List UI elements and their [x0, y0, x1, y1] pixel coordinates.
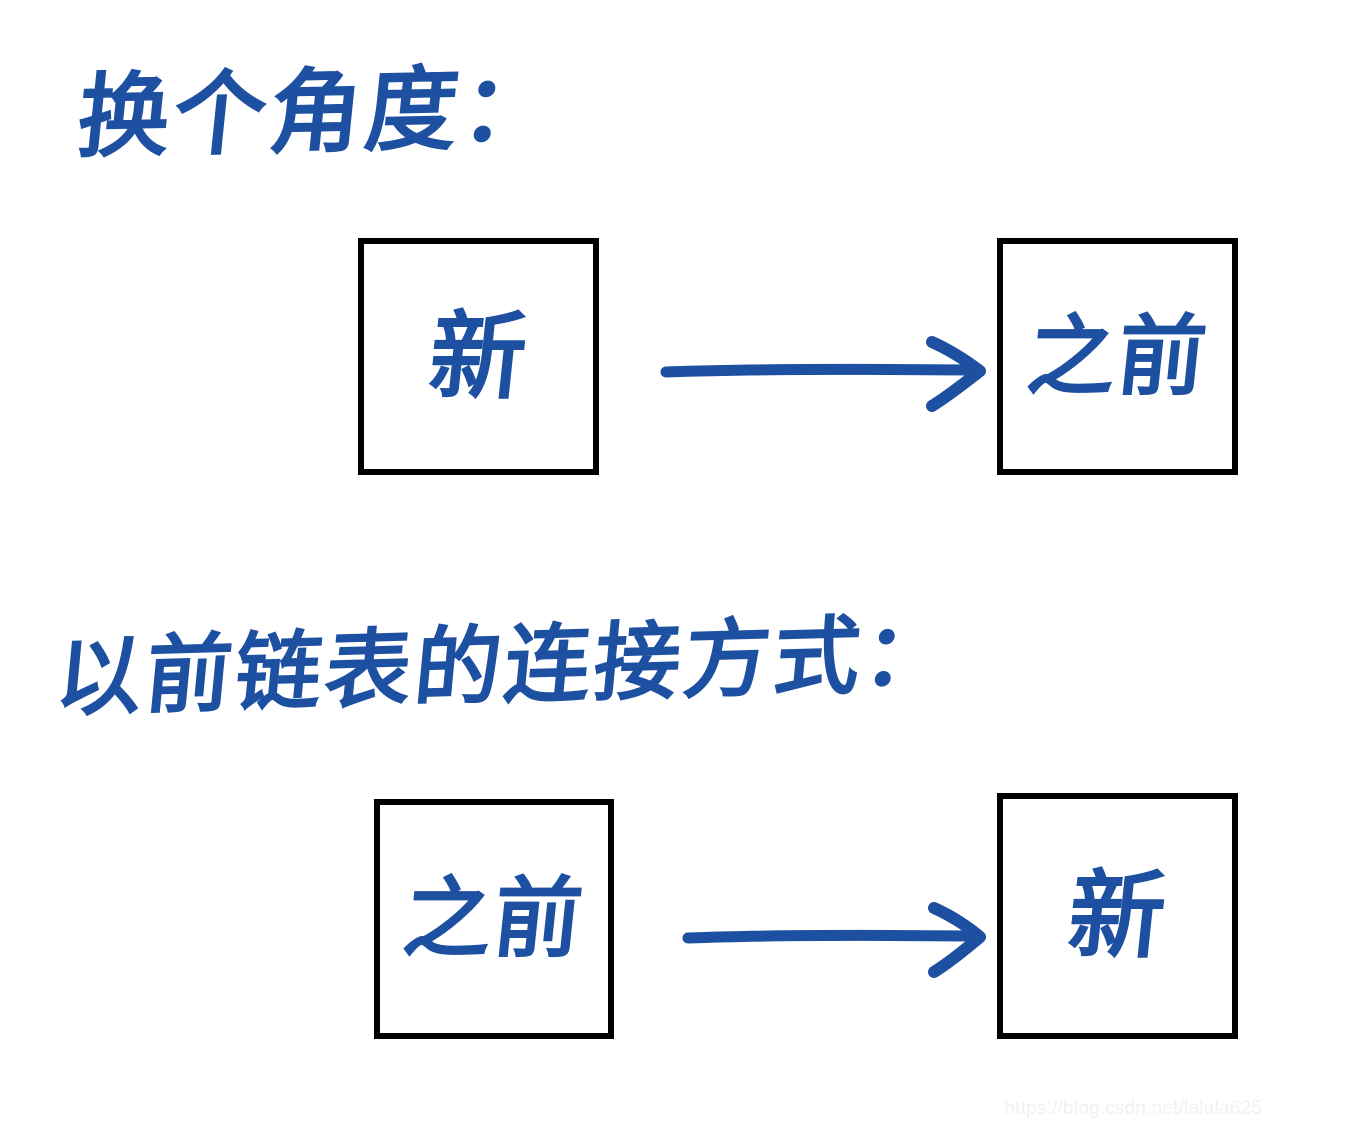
arrow-right-icon-row2: [682, 902, 986, 978]
node-box-row1-right: 之前: [997, 238, 1238, 475]
node-box-row2-left: 之前: [374, 799, 614, 1039]
node-label-row2-right: 新: [1062, 860, 1173, 972]
section-heading-new-angle: 换个角度：: [72, 53, 564, 171]
node-box-row2-right: 新: [997, 793, 1238, 1039]
node-box-row1-left: 新: [358, 238, 599, 475]
node-label-row2-left: 之前: [398, 867, 590, 970]
arrow-right-icon-row1: [660, 336, 986, 412]
node-label-row1-left: 新: [423, 300, 534, 413]
section-heading-old-linking-method: 以前链表的连接方式：: [51, 604, 958, 729]
watermark-text: https://blog.csdn.net/lalala625: [1004, 1098, 1262, 1119]
node-label-row1-right: 之前: [1022, 304, 1213, 408]
